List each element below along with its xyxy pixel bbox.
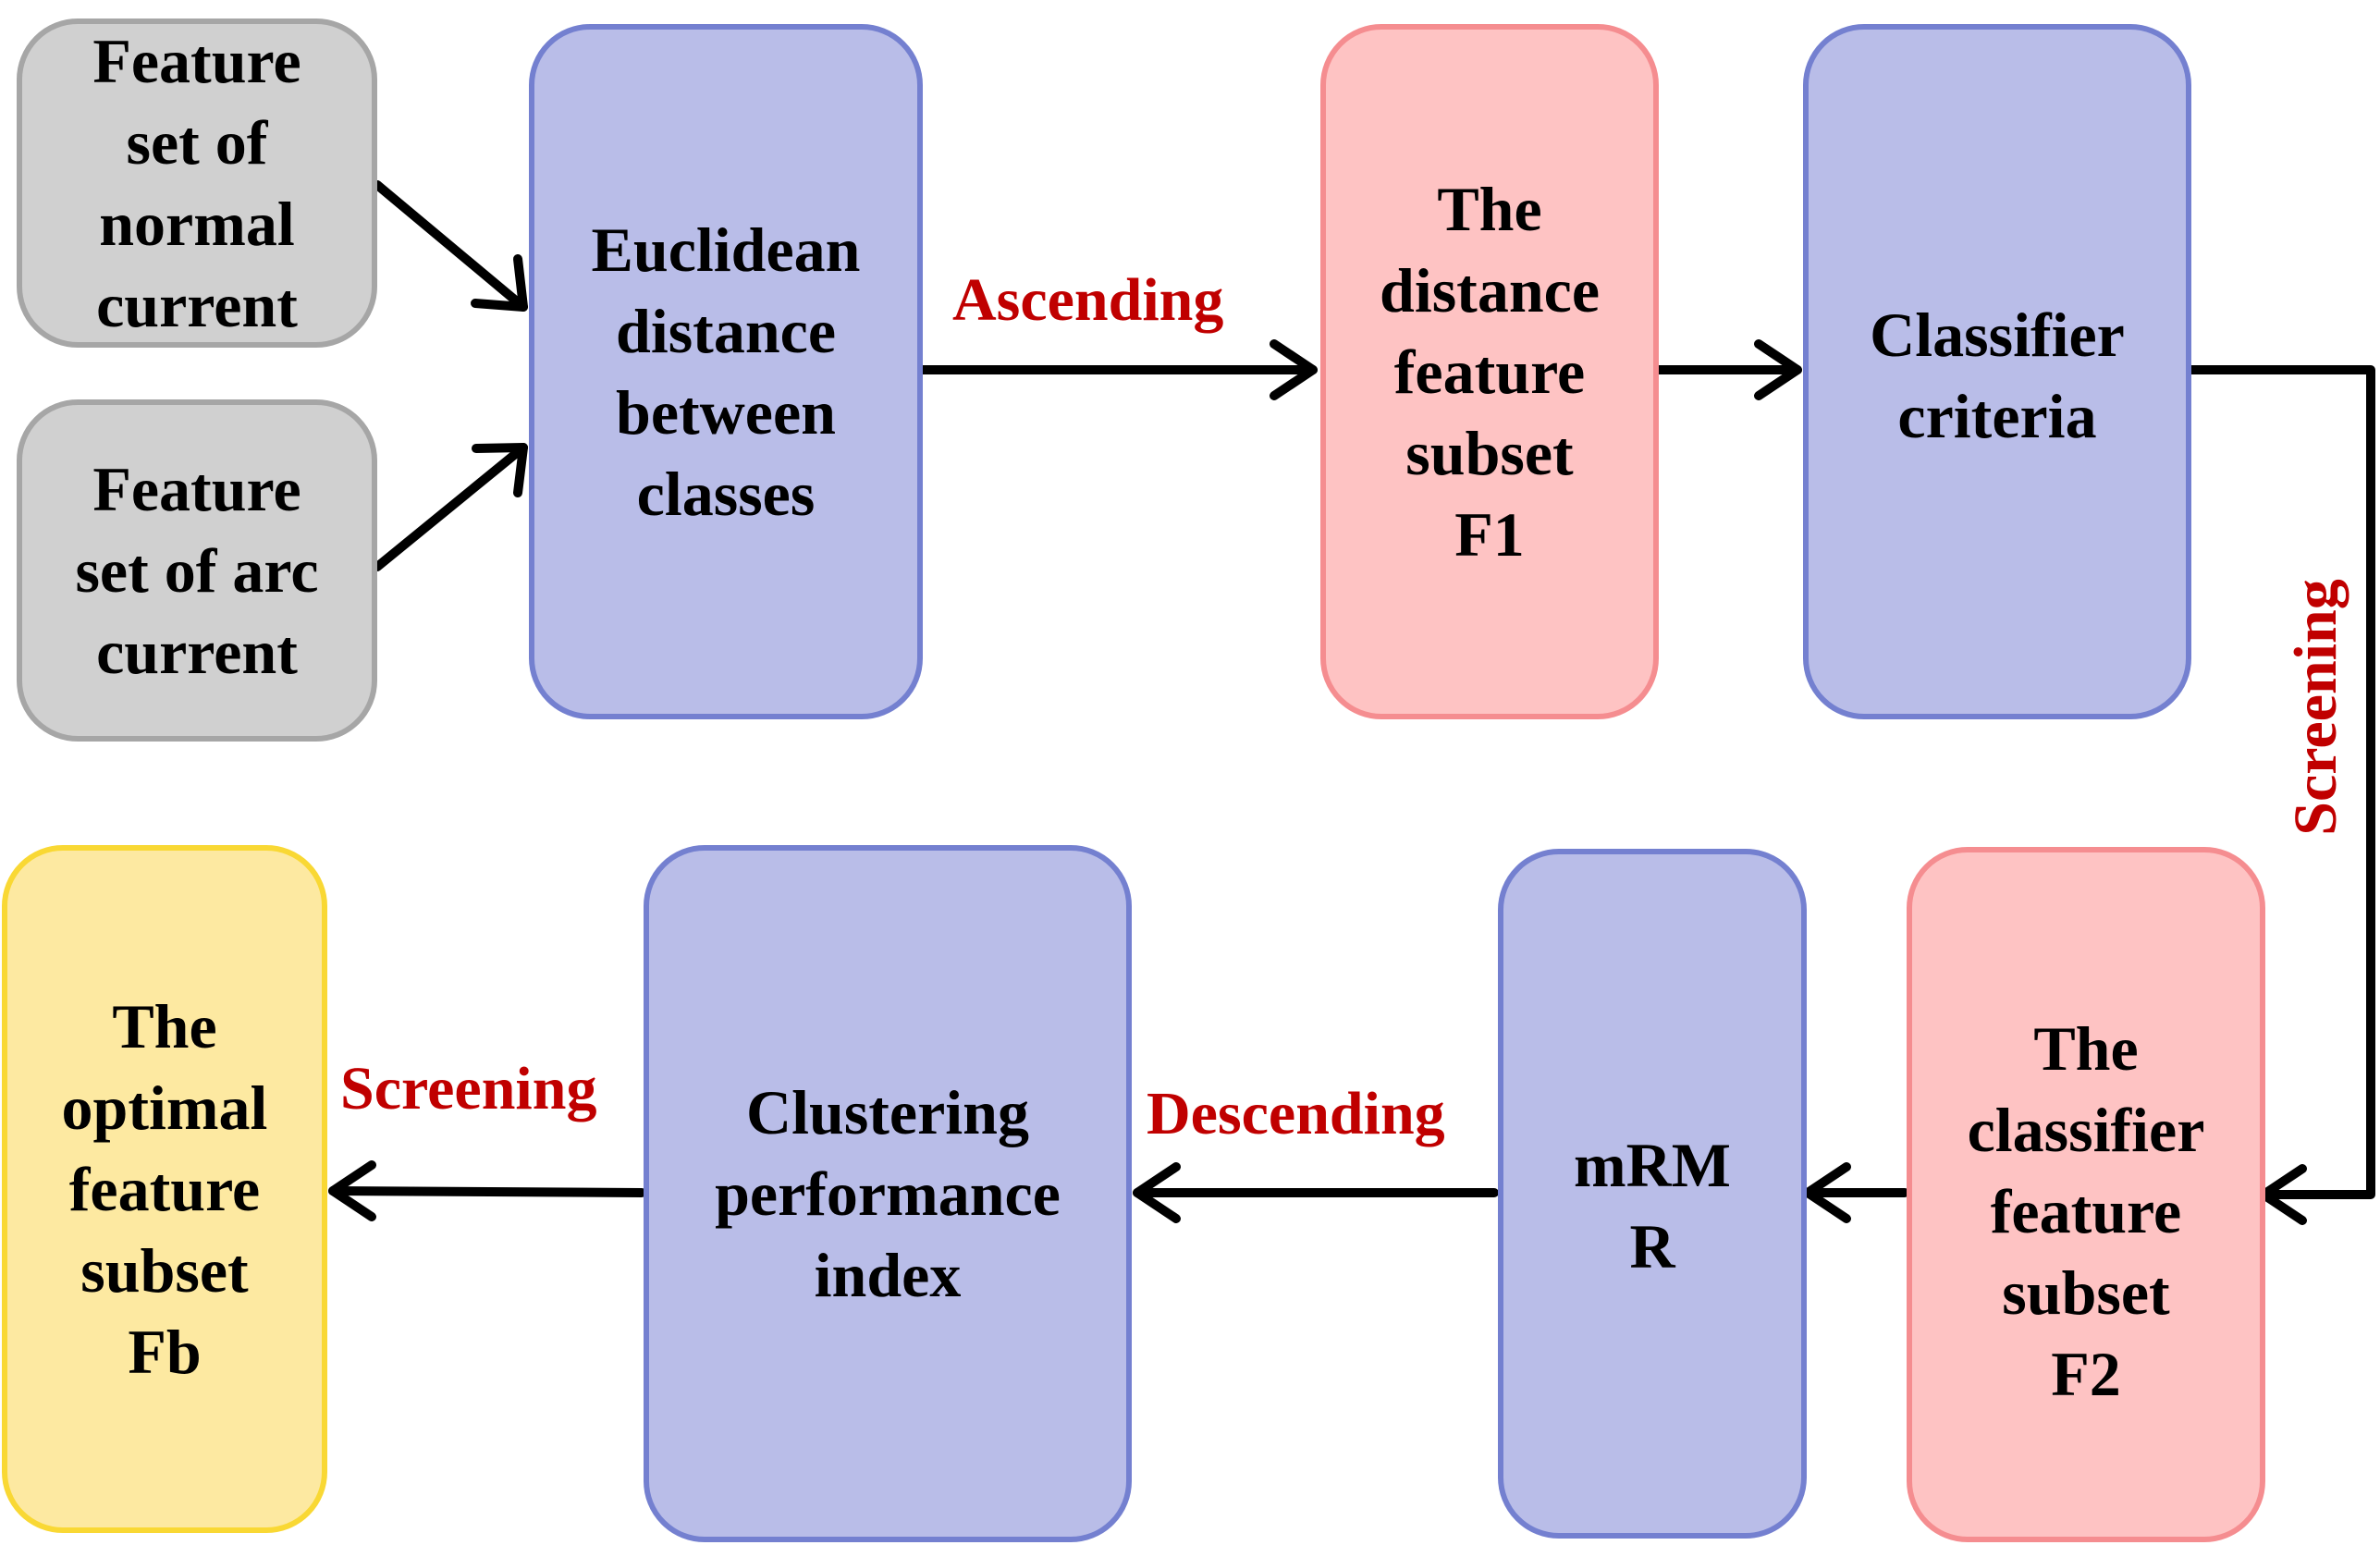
node-arc-current-features: Feature set of arc current — [17, 399, 377, 742]
arrow-f1-to-criteria — [1654, 339, 1802, 400]
node-optimal-feature-subset-fb: The optimal feature subset Fb — [2, 845, 327, 1533]
label-ascending: Ascending — [952, 266, 1224, 334]
node-distance-feature-subset-f1: The distance feature subset F1 — [1320, 24, 1659, 719]
arrow-f2-to-mrmr — [1803, 1162, 1909, 1223]
node-classifier-criteria: Classifier criteria — [1803, 24, 2191, 719]
node-euclidean-distance: Euclidean distance between classes — [529, 24, 923, 719]
node-classifier-feature-subset-f2: The classifier feature subset F2 — [1907, 847, 2265, 1542]
node-mrmr: mRM R — [1498, 849, 1807, 1539]
arrow-mrmr-to-clustering — [1133, 1162, 1499, 1223]
label-screening-bottom: Screening — [340, 1055, 597, 1122]
label-screening-vertical: Screening — [2282, 579, 2349, 836]
arrow-clustering-to-fb — [328, 1160, 646, 1221]
node-clustering-performance-index: Clustering performance index — [644, 845, 1132, 1542]
node-normal-current-features: Feature set of normal current — [17, 18, 377, 348]
arrow-arc-to-euclidean — [373, 443, 528, 571]
arrow-normal-to-euclidean — [373, 180, 528, 312]
label-descending: Descending — [1147, 1080, 1445, 1147]
arrow-euclidean-to-f1 — [918, 339, 1318, 400]
